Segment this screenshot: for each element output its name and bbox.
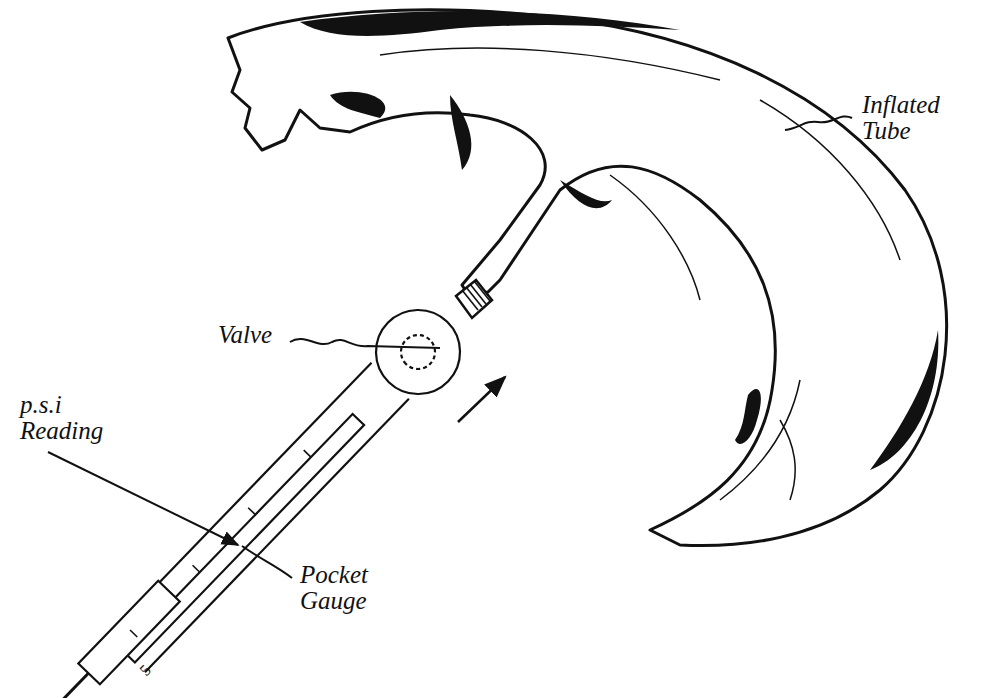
pocket-gauge	[13, 293, 478, 698]
part-label: Inflated Tube	[862, 92, 980, 145]
part-label: Valve	[218, 322, 298, 348]
part-label: p.s.i Reading	[20, 392, 116, 445]
valve-tip	[456, 280, 492, 318]
part-label: Pocket Gauge	[300, 562, 390, 615]
inflated-tube	[228, 10, 947, 546]
motion-arrow	[458, 377, 505, 422]
leader-lines	[48, 116, 852, 578]
